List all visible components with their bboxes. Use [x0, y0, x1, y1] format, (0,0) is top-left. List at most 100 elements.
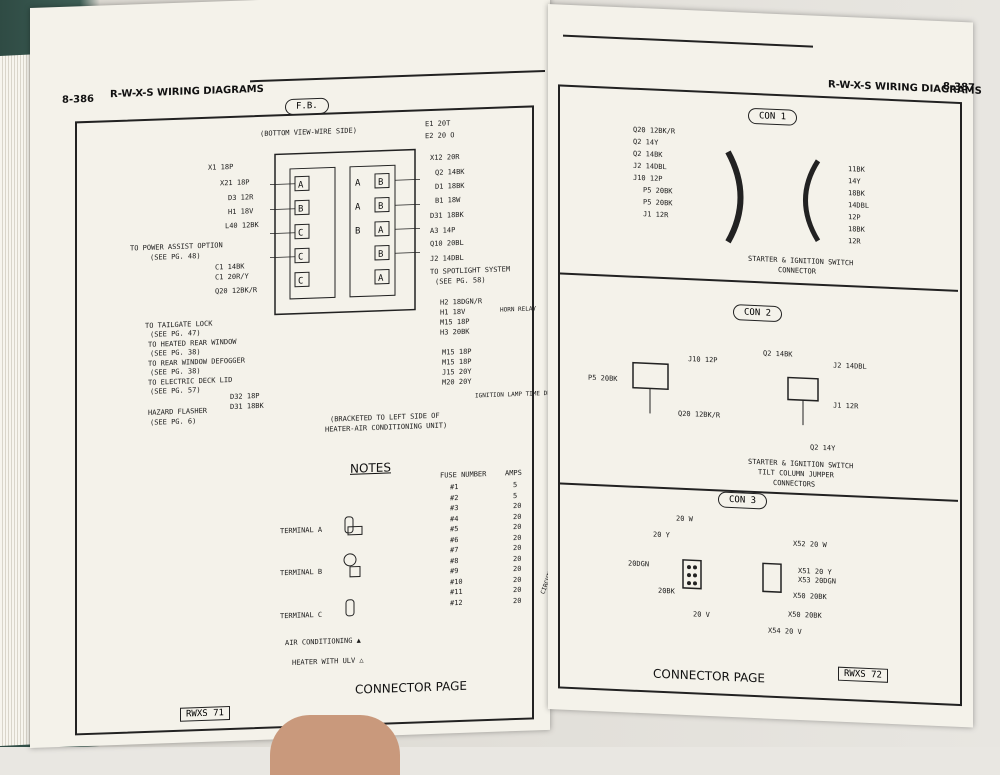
- con1-left-wire: J10 12P: [633, 173, 663, 183]
- fuse-block-drawing: ABC CC BBA BA AAB: [270, 148, 420, 316]
- fuse-amps: 20: [513, 585, 522, 595]
- terminal-b-label: TERMINAL B: [280, 567, 323, 578]
- svg-text:B: B: [378, 178, 383, 188]
- con1-right-wire: 12P: [848, 213, 861, 222]
- wire-label: L40 12BK: [225, 221, 259, 231]
- svg-text:A: A: [378, 274, 384, 284]
- fuse-amps: 20: [513, 512, 522, 521]
- con3-label: CON 3: [718, 491, 768, 510]
- wire-label: D31 18BK: [430, 210, 464, 221]
- fuse-amps: 20: [513, 522, 522, 532]
- fuse-number: #11: [450, 587, 463, 597]
- con2-wire: J1 12R: [833, 401, 859, 411]
- horn-relay-label: HORN RELAY: [500, 305, 537, 314]
- horn-wire: H1 18V: [440, 307, 466, 317]
- svg-text:A: A: [298, 180, 304, 190]
- con2-wire: J2 14DBL: [833, 361, 867, 371]
- horn-wire: H2 18DGN/R: [440, 297, 483, 307]
- con2-wire: Q2 14Y: [810, 443, 836, 453]
- fuse-number: #1: [450, 483, 459, 492]
- wire-label: X1 18P: [208, 162, 234, 172]
- con2-label: CON 2: [733, 304, 783, 323]
- fuse-amps: 20: [513, 564, 522, 574]
- con3-wire: X50 20BK: [793, 591, 827, 602]
- horn-wire: H3 20BK: [440, 327, 470, 337]
- con1-right-wire: 18BK: [848, 225, 865, 234]
- d32-label: D32 18P: [230, 391, 260, 402]
- fuse-number: #12: [450, 598, 463, 607]
- terminal-icons: [343, 516, 363, 617]
- con3-wire: X51 20 Y: [798, 566, 832, 577]
- fuse-amps: 20: [513, 575, 522, 584]
- fuse-number: #5: [450, 525, 459, 534]
- svg-text:A: A: [355, 202, 361, 212]
- fuse-number: #4: [450, 514, 459, 523]
- right-manual-page: R-W-X-S WIRING DIAGRAMS 8-387 CON 1 STAR…: [548, 4, 982, 728]
- con1-caption: CONNECTOR: [778, 266, 816, 276]
- fuse-amps: 20: [513, 533, 522, 542]
- con1-label: CON 1: [748, 107, 798, 126]
- fuse-number-header: FUSE NUMBER: [440, 470, 487, 480]
- ign-wire: M20 20Y: [442, 377, 472, 387]
- con1-left-wire: J1 12R: [643, 210, 669, 220]
- notes-title: NOTES: [350, 460, 391, 476]
- wire-label: Q20 12BK/R: [215, 286, 258, 296]
- con1-left-wire: P5 20BK: [643, 186, 673, 196]
- wire-label: D1 18BK: [435, 181, 465, 191]
- fuse-number: #8: [450, 556, 459, 565]
- left-footer-code: RWXS 71: [180, 706, 230, 722]
- fuse-amps: 5: [513, 480, 518, 490]
- wire-label: D3 12R: [228, 193, 254, 203]
- right-page-number: 8-387: [943, 81, 975, 94]
- con1-right-wire: 11BK: [848, 165, 865, 174]
- fuse-number: #2: [450, 493, 459, 502]
- fuse-amps: 5: [513, 491, 518, 500]
- svg-text:A: A: [378, 226, 384, 236]
- con1-left-wire: Q2 14BK: [633, 149, 663, 159]
- wire-label: A3 14P: [430, 226, 456, 236]
- con2-wire: Q2 14BK: [763, 349, 793, 359]
- con1-right-wire: 14Y: [848, 177, 861, 186]
- con3-wire: X54 20 V: [768, 626, 802, 637]
- con3-wire: 20BK: [658, 586, 675, 596]
- header-rule: [250, 70, 545, 83]
- wire-label: J2 14DBL: [430, 253, 464, 264]
- con3-wire: 20 W: [676, 514, 693, 524]
- con3-connectors-drawing: [682, 559, 782, 593]
- fuse-amps: 20: [513, 543, 522, 553]
- hazard-page: (SEE PG. 6): [150, 417, 197, 427]
- fuse-number: #10: [450, 577, 463, 586]
- ign-wire: J15 20Y: [442, 367, 472, 377]
- con3-wire: X52 20 W: [793, 539, 827, 550]
- wire-label: H1 18V: [228, 207, 254, 217]
- con1-left-wire: Q2 14Y: [633, 137, 659, 147]
- svg-text:A: A: [355, 178, 361, 188]
- fb-label: F.B.: [285, 97, 329, 116]
- svg-text:B: B: [378, 250, 383, 260]
- con3-wire: 20 Y: [653, 530, 670, 540]
- con2-wire: P5 20BK: [588, 373, 618, 384]
- fuse-amps: 20: [513, 501, 522, 511]
- con1-right-wire: 18BK: [848, 189, 865, 198]
- ignition-switch-connector-drawing: [725, 150, 821, 244]
- wire-label: Q2 14BK: [435, 167, 465, 177]
- d31-label: D31 18BK: [230, 401, 264, 412]
- con1-right-wire: 14DBL: [848, 201, 870, 211]
- wire-label: E1 20T: [425, 119, 451, 129]
- fuse-number: #6: [450, 535, 459, 544]
- svg-text:B: B: [355, 226, 360, 236]
- svg-text:B: B: [378, 202, 383, 212]
- wire-label: B1 18W: [435, 195, 461, 205]
- con3-wire: X53 20DGN: [798, 575, 836, 586]
- left-manual-page: 8-386 R-W-X-S WIRING DIAGRAMS F.B. (BOTT…: [30, 0, 583, 749]
- svg-text:C: C: [298, 276, 303, 286]
- fuse-amps: 20: [513, 596, 522, 605]
- svg-text:C: C: [298, 252, 303, 262]
- left-section-title: R-W-X-S WIRING DIAGRAMS: [110, 83, 264, 101]
- con2-wire: J10 12P: [688, 355, 718, 365]
- wire-label: C1 20R/Y: [215, 272, 249, 282]
- fuse-number: #7: [450, 546, 459, 555]
- horn-wire: M15 18P: [440, 317, 470, 327]
- con1-left-wire: P5 20BK: [643, 198, 673, 208]
- fuse-number: #3: [450, 504, 459, 513]
